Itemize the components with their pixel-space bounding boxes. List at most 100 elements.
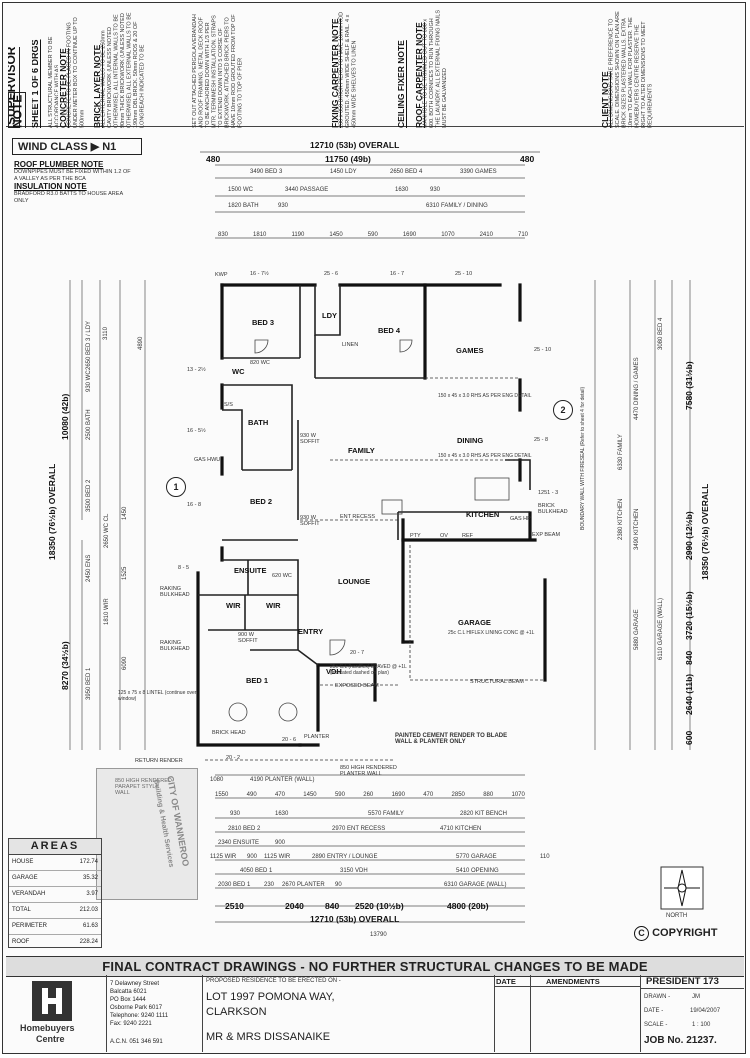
right-dim-garage-wall: 6110 GARAGE (WALL)	[658, 597, 664, 660]
bottom-dim-590: 590	[334, 792, 345, 798]
amend-date-col: DATE	[494, 975, 531, 1052]
dashed-lines	[205, 377, 545, 761]
ceiling-25-8: 25 - 8	[534, 437, 549, 443]
ceiling-1251: 1251 - 3	[538, 490, 559, 496]
room-wc: WC	[232, 367, 245, 376]
top-dim-710: 710	[517, 232, 528, 238]
right-3720-dim: 3720 (15½b)	[684, 591, 694, 640]
top-left-480: 480	[206, 154, 221, 164]
bed1-vanity-basin-1	[228, 702, 248, 722]
left-dim-3110: 3110	[103, 327, 109, 340]
wall-ss	[222, 409, 243, 470]
soffit-1: 930 W SOFFIT	[300, 433, 320, 445]
top-dim-bed3: 3490 BED 3	[250, 169, 283, 175]
left-dim-ens: 2450 ENS	[86, 554, 92, 582]
exposed-beam-label: EXPOSED BEAM	[335, 683, 379, 689]
bottom-dim-planter-wall: 4190 PLANTER (WALL)	[250, 777, 315, 783]
room-games: GAMES	[456, 346, 484, 355]
insulation-text: BRADFORD R3.0 BATTS TO HOUSE AREA ONLY	[14, 191, 123, 204]
room-vdh: VDH	[326, 667, 342, 676]
ent-recess-label: ENT RECESS	[340, 514, 376, 520]
bottom-dim-kit-bench: 2820 KIT BENCH	[460, 811, 507, 817]
left-dim-wc: 930 WC	[86, 370, 92, 392]
room-lounge: LOUNGE	[338, 577, 371, 586]
room-garage: GARAGE	[458, 618, 491, 627]
wall-bed1-north	[250, 649, 319, 666]
return-render-label: RETURN RENDER	[135, 758, 183, 764]
top-dim-1810: 1810	[253, 232, 267, 238]
final-contract-banner: FINAL CONTRACT DRAWINGS - NO FURTHER STR…	[6, 956, 744, 977]
copyright-mark: C COPYRIGHT	[634, 926, 717, 941]
grid-marker-1: 1	[166, 477, 186, 497]
header-notes: SUPERVISOR NOTE SHEET 1 OF 6 DRGS ALL ST…	[6, 6, 744, 128]
ceiling-13-2-half: 13 - 2½	[187, 367, 206, 373]
bottom-major-840: 840	[325, 901, 340, 911]
boundary-wall-note: BOUNDARY WALL WITH FIRESEAL (Refer to sh…	[580, 386, 586, 530]
ceiling-25-10: 25 - 10	[455, 271, 473, 277]
north-label: NORTH	[666, 913, 688, 919]
wc-620-note: 620 WC	[272, 573, 292, 579]
company-address: 7 Delawney Street Balcatta 6021 PO Box 1…	[110, 981, 169, 1027]
drawn-label: DRAWN -	[644, 994, 671, 1000]
gas-hwu: GAS HWU	[194, 457, 221, 463]
bottom-dim-110: 110	[540, 854, 550, 860]
ceiling-20-6: 20 - 6	[282, 737, 297, 743]
bottom-dim-90: 90	[335, 882, 342, 888]
painted-render-note: PAINTED CEMENT RENDER TO BLADE WALL & PL…	[395, 733, 508, 745]
raking-bulkhead-2: RAKING BULKHEAD	[160, 640, 190, 652]
vdh-ceiling-note: 25c C.L (hardflex) BPAVED @ +1L (indicat…	[330, 664, 407, 676]
grid-marker-2: 2	[553, 400, 573, 420]
top-dim-1450: 1450	[329, 232, 343, 238]
left-overall-dim: 18350 (76½b) OVERALL	[47, 463, 57, 560]
room-ref: REF	[462, 533, 473, 539]
left-dim-bed1: 3950 BED 1	[86, 667, 92, 700]
bottom-dim-880: 880	[483, 792, 494, 798]
door-swing-entry	[329, 639, 346, 656]
top-dim-930: 930	[430, 187, 441, 193]
bottom-dim-1550: 1550	[215, 792, 229, 798]
lot-address: LOT 1997 POMONA WAY,	[206, 991, 335, 1003]
room-kitchen: KITCHEN	[466, 510, 500, 519]
right-dim-kitchen-1: 3490 KITCHEN	[634, 508, 640, 550]
bottom-dim-bed2: 2810 BED 2	[228, 826, 261, 832]
door-swing-bed3	[254, 339, 269, 354]
right-dim-kitchen-2: 2380 KITCHEN	[618, 498, 624, 540]
copyright-icon: C	[634, 926, 649, 941]
bottom-dim-planter: 2670 PLANTER	[282, 882, 325, 888]
date-label: DATE -	[644, 1008, 664, 1014]
bottom-dim-490: 490	[246, 792, 257, 798]
insulation-title: INSULATION NOTE	[14, 182, 87, 191]
top-right-480: 480	[520, 154, 535, 164]
bottom-dim-230: 230	[264, 882, 275, 888]
room-ov: OV	[440, 533, 448, 539]
top-dim-930b: 930	[278, 203, 289, 209]
scale-label: SCALE -	[644, 1022, 668, 1028]
scale-value: 1 : 100	[692, 1022, 711, 1028]
amend-divider	[494, 986, 640, 987]
external-walls	[196, 283, 547, 747]
top-dim-1630: 1630	[395, 187, 409, 193]
soffit-2: 930 W SOFFIT	[300, 515, 320, 527]
room-dining: DINING	[457, 436, 484, 445]
internal-walls	[198, 285, 531, 666]
structural-beam-label: STRUCTURAL BEAM	[470, 679, 524, 685]
bottom-dim-1070: 1070	[511, 792, 525, 798]
bottom-dim-ent-recess: 2970 ENT RECESS	[332, 826, 386, 832]
bottom-dim-1690: 1690	[391, 792, 405, 798]
wall-bed1-west	[196, 571, 302, 747]
bottom-dim-family: 5570 FAMILY	[368, 811, 404, 817]
left-dim-4890: 4890	[138, 336, 144, 350]
roof-plumber-text: DOWNPIPES MUST BE FIXED WITHIN 1.2 OF A …	[14, 169, 131, 182]
ceiling-20-7: 20 - 7	[350, 650, 365, 656]
room-linen: LINEN	[342, 342, 359, 348]
right-dim-garage: 5880 GARAGE	[634, 609, 640, 650]
top-dim-bath: 1820 BATH	[228, 203, 259, 209]
left-dim-bath: 2500 BATH	[86, 409, 92, 440]
council-stamp: CITY OF WANNEROO Building & Health Servi…	[96, 768, 198, 900]
